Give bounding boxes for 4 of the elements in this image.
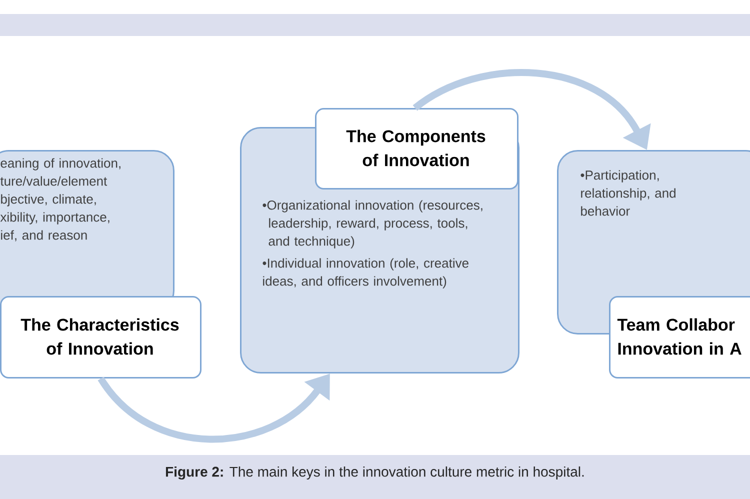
title-box: The Characteristics of Innovation: [0, 296, 202, 378]
figure-caption: Figure 2: The main keys in the innovation culture metric in hospital.: [166, 466, 584, 480]
title-box: Team Collabor Innovation in A: [609, 296, 750, 378]
title-box: The Components of Innovation: [315, 108, 518, 190]
